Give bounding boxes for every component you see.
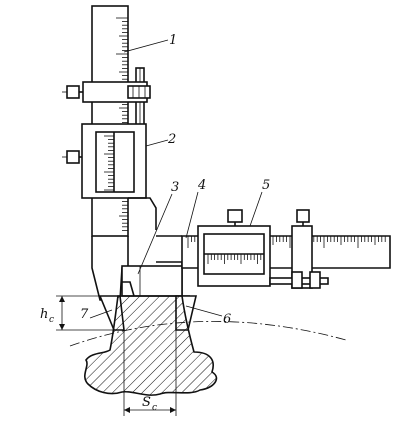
horizontal-vernier-slider	[197, 209, 271, 287]
part-label-5: 5	[262, 178, 270, 193]
vertical-vernier-slider	[62, 123, 147, 199]
top-clamp-bracket	[62, 81, 151, 103]
hc-subscript: c	[49, 315, 54, 325]
part-label-6: 6	[223, 312, 231, 327]
sc-symbol: S	[142, 395, 151, 410]
pitch-circle-arc	[69, 320, 347, 347]
part-label-3: 3	[171, 180, 179, 195]
vertical-vernier-ticks	[104, 135, 114, 191]
sc-subscript: c	[152, 403, 157, 413]
hc-symbol: h	[40, 307, 48, 322]
part-label-4: 4	[197, 178, 206, 193]
horizontal-fine-clamp	[269, 209, 329, 289]
part-label-7: 7	[80, 307, 89, 322]
gear-tooth-section	[84, 295, 218, 396]
dimension-hc: h c	[40, 295, 114, 331]
dimension-sc: S c	[123, 330, 177, 416]
part-label-1: 1	[169, 33, 177, 48]
part-callouts: 1 2 3 4 5 6 7	[80, 33, 270, 327]
vertical-main-scale	[91, 5, 129, 237]
measuring-jaw-block	[121, 265, 183, 297]
horizontal-vernier-ticks	[207, 254, 262, 264]
part-label-2: 2	[167, 132, 176, 147]
